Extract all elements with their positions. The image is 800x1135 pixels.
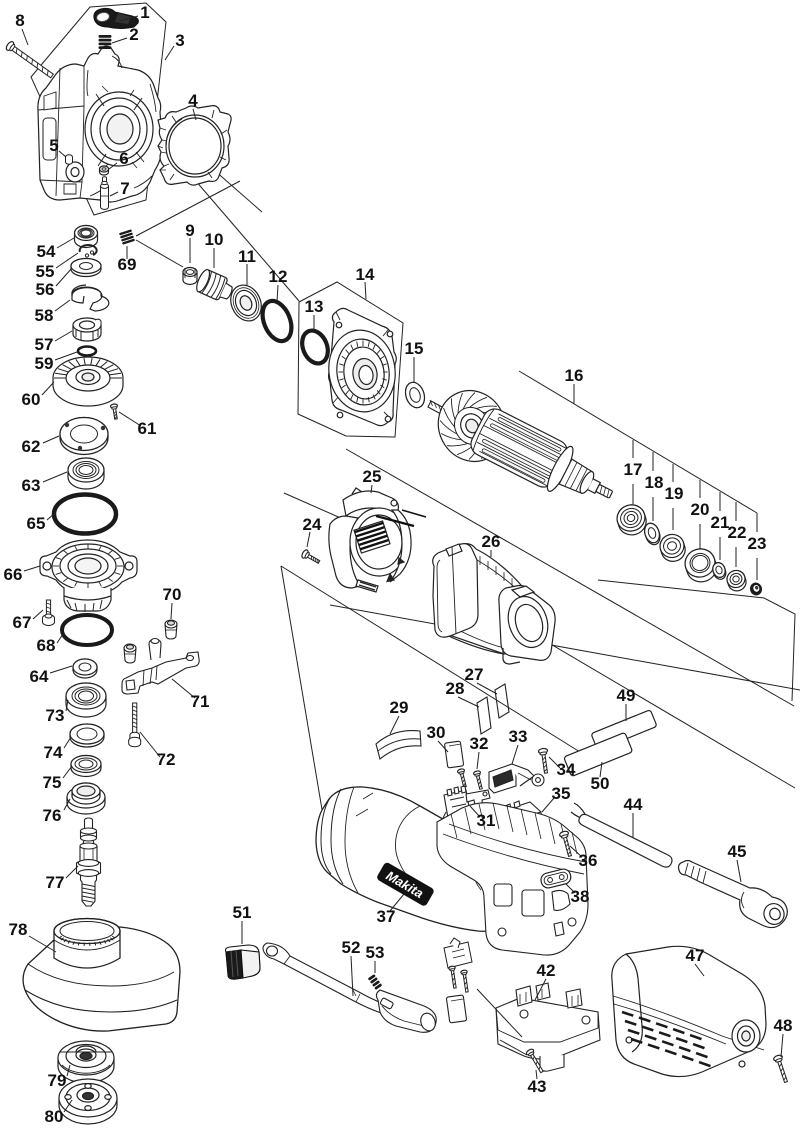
svg-text:20: 20 <box>691 500 710 519</box>
svg-text:78: 78 <box>9 920 28 939</box>
svg-text:45: 45 <box>728 842 747 861</box>
svg-text:79: 79 <box>48 1071 67 1090</box>
svg-text:66: 66 <box>4 565 23 584</box>
svg-text:35: 35 <box>552 784 571 803</box>
svg-text:61: 61 <box>138 419 157 438</box>
svg-text:15: 15 <box>405 339 424 358</box>
svg-text:3: 3 <box>175 31 184 50</box>
svg-text:29: 29 <box>390 698 409 717</box>
svg-text:53: 53 <box>366 943 385 962</box>
svg-text:5: 5 <box>49 136 58 155</box>
svg-text:37: 37 <box>377 907 396 926</box>
svg-text:50: 50 <box>591 774 610 793</box>
svg-text:77: 77 <box>46 873 65 892</box>
svg-text:25: 25 <box>363 467 382 486</box>
svg-text:42: 42 <box>537 961 556 980</box>
svg-text:52: 52 <box>342 938 361 957</box>
svg-text:4: 4 <box>188 91 198 110</box>
svg-text:17: 17 <box>624 460 643 479</box>
svg-text:56: 56 <box>36 280 55 299</box>
svg-text:59: 59 <box>35 354 54 373</box>
svg-text:6: 6 <box>119 149 128 168</box>
svg-text:26: 26 <box>482 532 501 551</box>
svg-text:72: 72 <box>157 750 176 769</box>
svg-text:10: 10 <box>205 230 224 249</box>
svg-text:58: 58 <box>35 306 54 325</box>
svg-text:48: 48 <box>774 1016 793 1035</box>
svg-text:11: 11 <box>238 247 256 266</box>
svg-text:74: 74 <box>44 743 63 762</box>
svg-text:38: 38 <box>571 887 590 906</box>
svg-text:2: 2 <box>129 25 138 44</box>
svg-text:69: 69 <box>118 255 137 274</box>
svg-text:70: 70 <box>163 585 182 604</box>
svg-text:36: 36 <box>579 851 598 870</box>
svg-text:57: 57 <box>35 335 54 354</box>
svg-text:19: 19 <box>665 484 684 503</box>
svg-text:49: 49 <box>617 686 636 705</box>
svg-text:47: 47 <box>686 946 705 965</box>
svg-text:30: 30 <box>427 723 446 742</box>
svg-text:76: 76 <box>43 806 62 825</box>
svg-text:28: 28 <box>446 679 465 698</box>
svg-text:8: 8 <box>15 11 24 30</box>
svg-text:22: 22 <box>728 523 747 542</box>
svg-text:67: 67 <box>13 613 32 632</box>
svg-text:33: 33 <box>509 727 528 746</box>
svg-text:12: 12 <box>269 267 288 286</box>
svg-text:18: 18 <box>645 473 664 492</box>
svg-text:13: 13 <box>305 297 324 316</box>
svg-text:9: 9 <box>185 221 194 240</box>
svg-text:34: 34 <box>557 760 576 779</box>
svg-text:24: 24 <box>303 515 322 534</box>
svg-text:31: 31 <box>477 811 496 830</box>
svg-text:65: 65 <box>27 514 46 533</box>
svg-text:27: 27 <box>465 665 484 684</box>
svg-text:23: 23 <box>748 534 767 553</box>
svg-text:16: 16 <box>565 366 584 385</box>
svg-text:55: 55 <box>36 262 55 281</box>
svg-text:73: 73 <box>46 706 65 725</box>
svg-text:80: 80 <box>45 1107 64 1126</box>
svg-text:71: 71 <box>191 692 210 711</box>
svg-text:51: 51 <box>233 903 252 922</box>
svg-text:32: 32 <box>470 734 489 753</box>
svg-text:7: 7 <box>120 179 129 198</box>
svg-text:62: 62 <box>22 437 41 456</box>
svg-text:54: 54 <box>37 242 56 261</box>
svg-text:68: 68 <box>37 636 56 655</box>
svg-text:63: 63 <box>22 476 41 495</box>
svg-text:60: 60 <box>22 390 41 409</box>
svg-text:64: 64 <box>30 667 49 686</box>
svg-text:1: 1 <box>140 3 149 22</box>
svg-text:44: 44 <box>624 795 643 814</box>
svg-text:14: 14 <box>356 265 375 284</box>
svg-text:43: 43 <box>528 1077 547 1096</box>
svg-text:75: 75 <box>43 773 62 792</box>
